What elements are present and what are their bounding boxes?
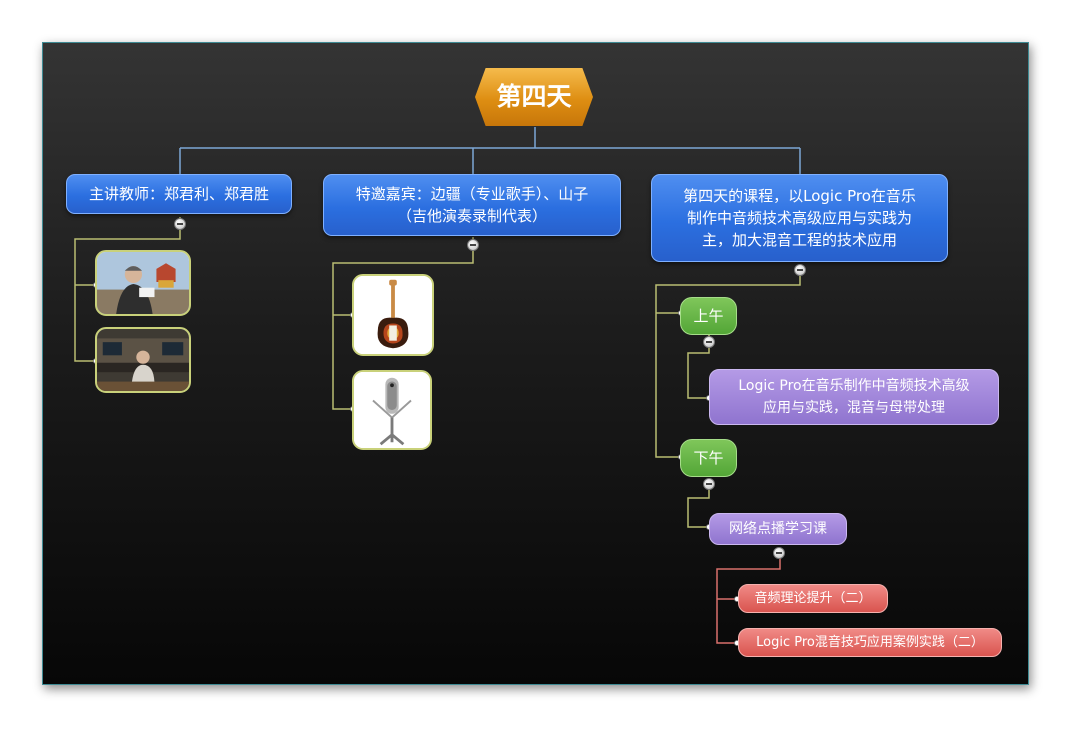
- online-course-node[interactable]: 网络点播学习课: [709, 513, 847, 545]
- collapse-icon[interactable]: [773, 547, 785, 559]
- root-topic[interactable]: 第四天: [475, 68, 593, 126]
- lesson-item[interactable]: 音频理论提升（二）: [738, 584, 888, 613]
- morning-label: 上午: [693, 307, 724, 325]
- teacher-photo-2: [95, 327, 191, 393]
- collapse-icon[interactable]: [467, 239, 479, 251]
- branch-course-line1: 第四天的课程，以Logic Pro在音乐: [683, 187, 916, 205]
- collapse-icon[interactable]: [174, 218, 186, 230]
- morning-topic-line1: Logic Pro在音乐制作中音频技术高级: [738, 378, 970, 394]
- branch-teacher-label: 主讲教师：郑君利、郑君胜: [88, 185, 269, 203]
- morning-topic-line2: 应用与实践，混音与母带处理: [762, 400, 945, 416]
- afternoon-node[interactable]: 下午: [680, 439, 737, 477]
- afternoon-label: 下午: [693, 449, 724, 467]
- online-course-label: 网络点播学习课: [729, 521, 827, 537]
- branch-course-line3: 主，加大混音工程的技术应用: [701, 231, 897, 249]
- teacher-photo-1: [95, 250, 191, 316]
- branch-guest[interactable]: 特邀嘉宾：边疆（专业歌手）、山子 （吉他演奏录制代表）: [323, 174, 621, 236]
- branch-teacher[interactable]: 主讲教师：郑君利、郑君胜: [66, 174, 292, 214]
- branch-course-line2: 制作中音频技术高级应用与实践为: [686, 209, 912, 227]
- morning-topic[interactable]: Logic Pro在音乐制作中音频技术高级 应用与实践，混音与母带处理: [709, 369, 999, 425]
- electric-guitar-photo: [352, 274, 434, 356]
- lesson-label: Logic Pro混音技巧应用案例实践（二）: [756, 634, 984, 650]
- collapse-icon[interactable]: [703, 336, 715, 348]
- collapse-icon[interactable]: [703, 478, 715, 490]
- mind-map-canvas: [42, 42, 1029, 685]
- branch-guest-line2: （吉他演奏录制代表）: [396, 207, 547, 225]
- microphone-photo: [352, 370, 432, 450]
- morning-node[interactable]: 上午: [680, 297, 737, 335]
- lesson-label: 音频理论提升（二）: [754, 590, 872, 606]
- branch-guest-line1: 特邀嘉宾：边疆（专业歌手）、山子: [355, 185, 589, 203]
- lesson-item[interactable]: Logic Pro混音技巧应用案例实践（二）: [738, 628, 1002, 657]
- branch-course[interactable]: 第四天的课程，以Logic Pro在音乐 制作中音频技术高级应用与实践为 主，加…: [651, 174, 948, 262]
- collapse-icon[interactable]: [794, 264, 806, 276]
